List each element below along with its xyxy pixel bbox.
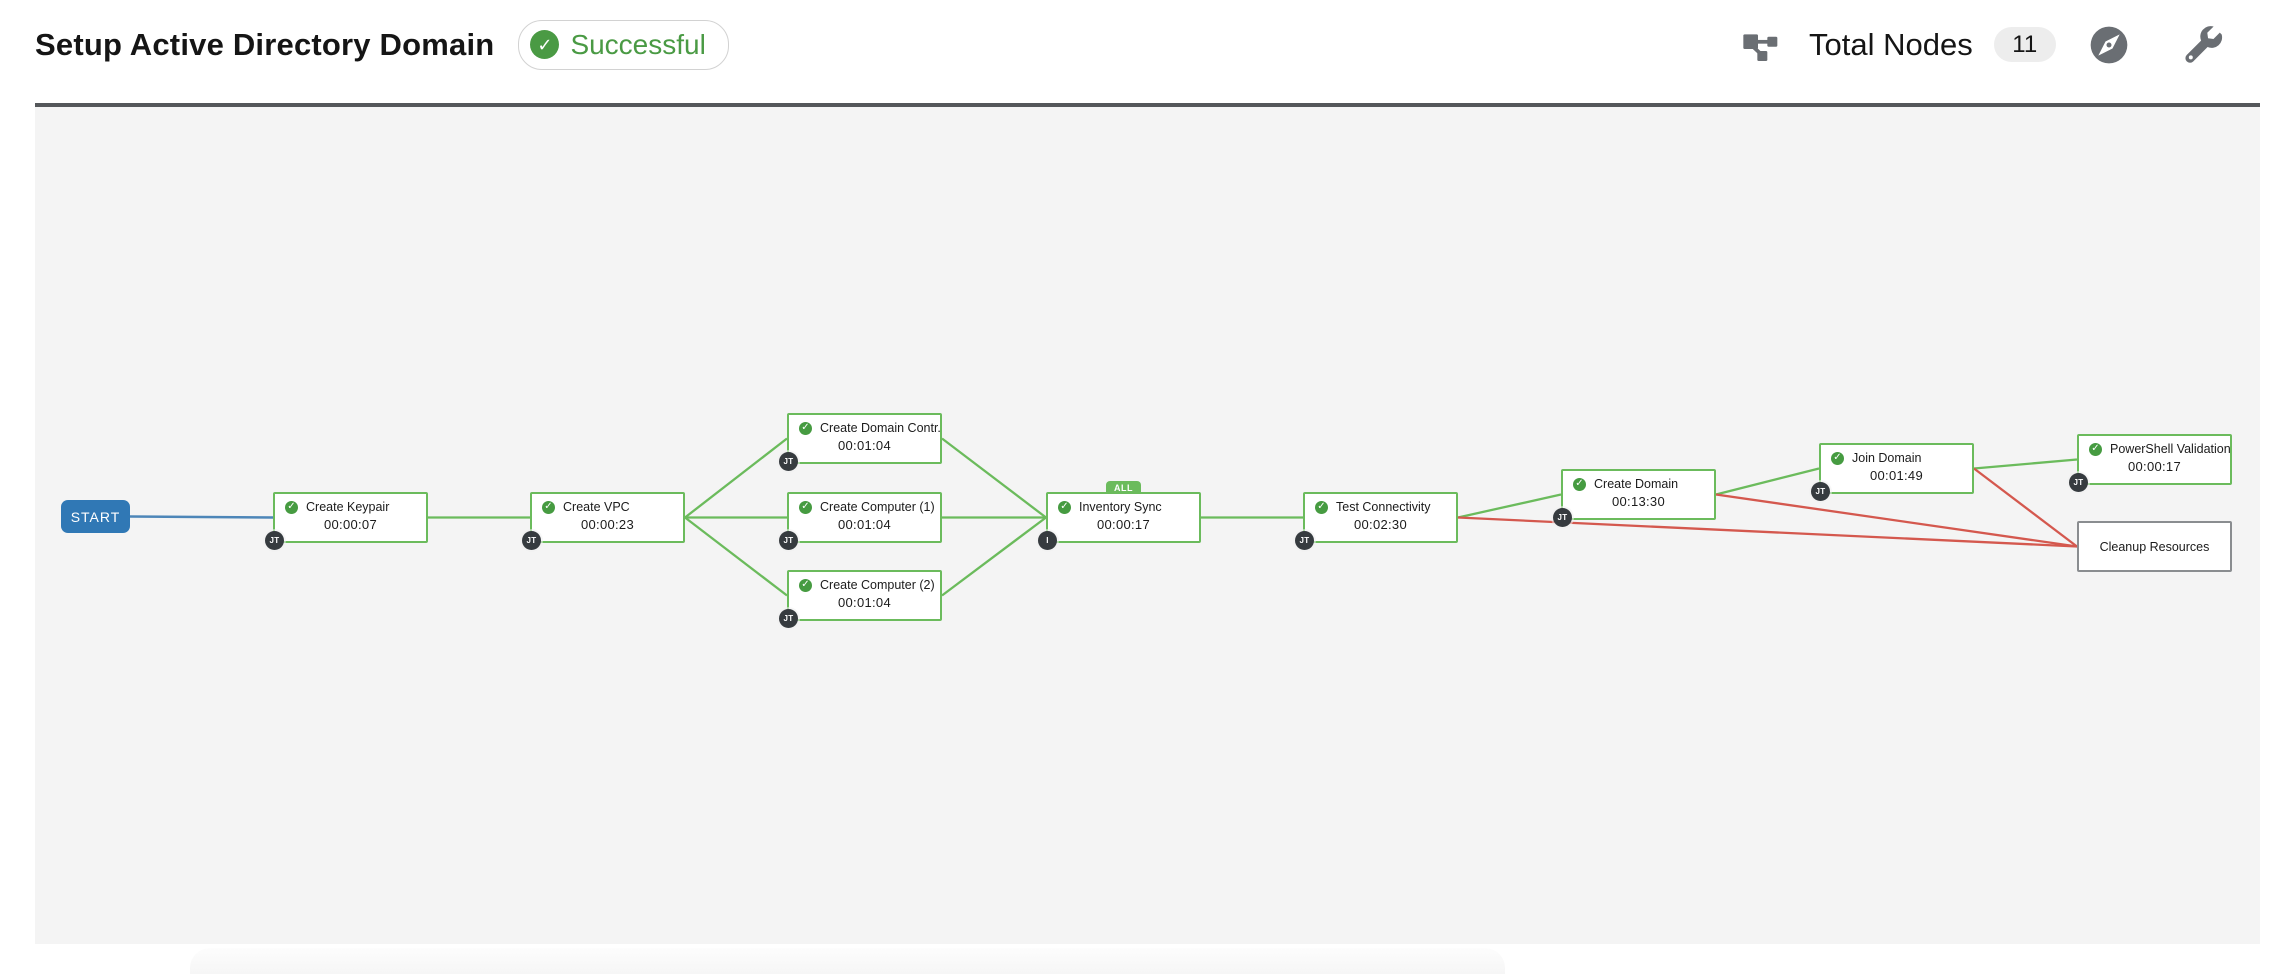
runner-type-badge: JT [779, 531, 798, 550]
page-title: Setup Active Directory Domain [35, 26, 495, 62]
node-label: Create Domain Contr... [820, 421, 940, 435]
workflow-node-cleanup-resources[interactable]: Cleanup Resources [2077, 521, 2232, 572]
edge-create-domain-controller-to-inventory-sync [941, 437, 1047, 519]
node-elapsed-time: 00:01:04 [837, 438, 891, 453]
node-label: Cleanup Resources [2099, 539, 2210, 554]
status-label: Successful [570, 28, 706, 60]
header-divider [35, 103, 2260, 107]
node-success-check-icon: ✓ [799, 578, 812, 592]
compass-button[interactable] [2089, 25, 2129, 65]
workflow-start-node[interactable]: START [61, 500, 130, 533]
node-label: PowerShell Validation [2110, 442, 2230, 456]
node-elapsed-time: 00:13:30 [1611, 494, 1665, 509]
node-elapsed-time: 00:01:49 [1869, 468, 1923, 483]
node-elapsed-time: 00:02:30 [1353, 517, 1407, 532]
wrench-icon-button[interactable] [2183, 25, 2223, 64]
runner-type-badge: JT [779, 609, 798, 628]
edge-start-to-create-keypair [129, 515, 274, 519]
edge-create-domain-to-cleanup-resources [1715, 493, 2078, 548]
node-label: Test Connectivity [1336, 500, 1431, 514]
node-elapsed-time: 00:00:23 [580, 517, 634, 532]
node-success-check-icon: ✓ [1058, 500, 1071, 514]
edge-create-vpc-to-create-computer-2 [684, 516, 788, 597]
node-success-check-icon: ✓ [1315, 500, 1328, 514]
node-label: Create Keypair [306, 500, 390, 514]
node-elapsed-time: 00:00:17 [1096, 517, 1150, 532]
node-label: Inventory Sync [1079, 500, 1162, 514]
node-success-check-icon: ✓ [799, 421, 812, 435]
edge-join-domain-to-cleanup-resources [1973, 467, 2078, 548]
header: Setup Active Directory Domain ✓ Successf… [0, 0, 2290, 103]
check-circle-icon: ✓ [530, 30, 560, 59]
edge-test-connectivity-to-create-domain [1457, 493, 1562, 519]
runner-type-badge: JT [1811, 482, 1830, 501]
edge-create-computer-2-to-inventory-sync [941, 516, 1047, 597]
node-success-check-icon: ✓ [799, 500, 812, 514]
runner-type-badge: JT [1295, 531, 1314, 550]
edge-create-domain-to-join-domain [1715, 467, 1820, 496]
node-label: Join Domain [1852, 451, 1922, 465]
total-nodes-count: 11 [1993, 27, 2056, 62]
runner-type-badge: JT [1553, 508, 1572, 527]
runner-type-badge: JT [2069, 473, 2088, 492]
node-success-check-icon: ✓ [1831, 451, 1844, 465]
node-elapsed-time: 00:00:07 [323, 517, 377, 532]
status-badge[interactable]: ✓ Successful [518, 19, 729, 70]
node-success-check-icon: ✓ [1573, 477, 1586, 491]
node-label: Create Computer (2) [820, 578, 935, 592]
runner-type-badge: JT [779, 452, 798, 471]
header-controls: Total Nodes 11 [1742, 0, 2223, 89]
node-elapsed-time: 00:01:04 [837, 517, 891, 532]
edge-create-vpc-to-create-domain-controller [684, 437, 788, 519]
node-label: Create Computer (1) [820, 500, 935, 514]
bottom-overflow-hint [190, 948, 1505, 974]
header-title-group: Setup Active Directory Domain ✓ Successf… [35, 0, 729, 89]
node-elapsed-time: 00:01:04 [837, 595, 891, 610]
sitemap-icon [1742, 29, 1778, 61]
node-label: Create Domain [1594, 477, 1679, 491]
runner-type-badge: I [1038, 531, 1057, 550]
node-label: Create VPC [563, 500, 630, 514]
node-success-check-icon: ✓ [285, 500, 298, 514]
node-success-check-icon: ✓ [542, 500, 555, 514]
runner-type-badge: JT [522, 531, 541, 550]
total-nodes-label: Total Nodes [1809, 26, 1973, 62]
node-elapsed-time: 00:00:17 [2127, 459, 2181, 474]
node-success-check-icon: ✓ [2089, 442, 2102, 456]
convergence-all-badge: ALL [1106, 481, 1141, 494]
edge-join-domain-to-powershell-validation [1973, 458, 2078, 470]
runner-type-badge: JT [265, 531, 284, 550]
